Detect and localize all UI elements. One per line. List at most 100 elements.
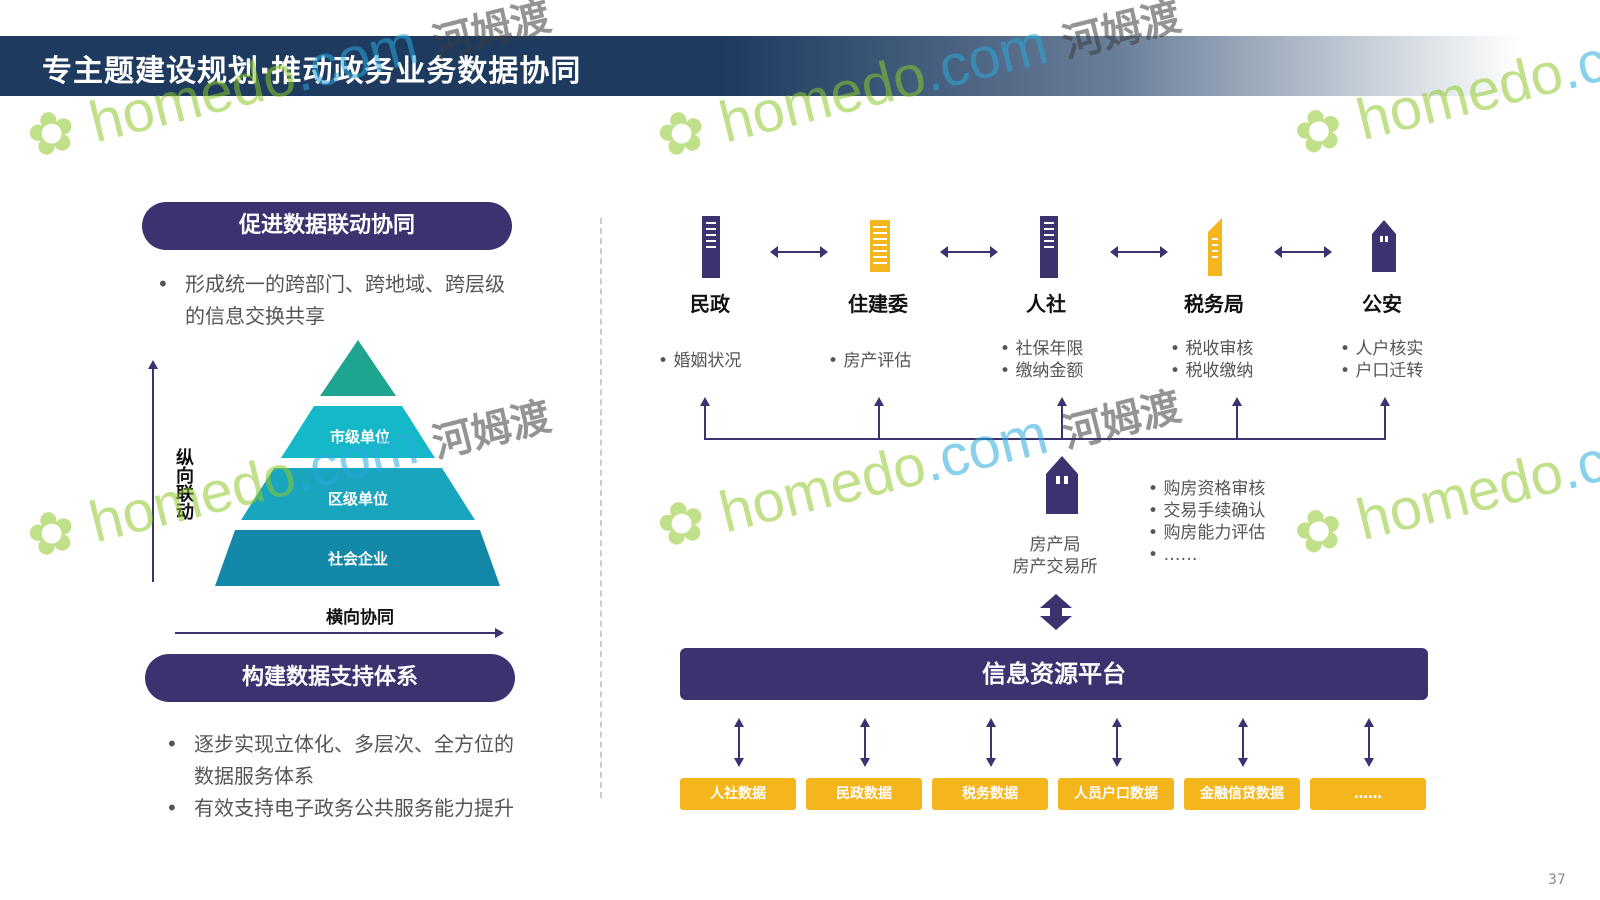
divider	[600, 218, 602, 798]
building-icon	[1040, 216, 1058, 278]
bidirectional-arrow	[1110, 246, 1168, 258]
bidirectional-vertical-arrow	[990, 726, 992, 760]
bidirectional-arrow	[770, 246, 828, 258]
connector	[1061, 404, 1063, 440]
housing-bureau-building-icon	[1046, 456, 1078, 514]
arrow-head	[874, 397, 884, 406]
building-icon	[702, 216, 720, 278]
org-items: • 税收审核• 税收缴纳	[1170, 339, 1254, 381]
arrow-head	[1057, 397, 1067, 406]
bidirectional-arrow	[940, 246, 998, 258]
data-box-tax: 税务数据	[932, 778, 1048, 810]
item: 人户核实	[1355, 339, 1424, 359]
item: 社保年限	[1015, 339, 1084, 359]
pyramid-top	[320, 340, 396, 396]
item: 户口迁转	[1355, 361, 1424, 381]
pyramid	[215, 340, 500, 586]
connector-line	[704, 438, 1386, 440]
data-box-minzheng: 民政数据	[806, 778, 922, 810]
arrow-head	[734, 718, 744, 727]
arrow-head	[1364, 758, 1374, 767]
vertical-arrow	[152, 368, 154, 582]
arrow-head	[1112, 718, 1122, 727]
org-renshe: 人社	[1026, 292, 1066, 316]
arrow-head	[734, 758, 744, 767]
title-bar	[0, 36, 1600, 96]
bullet-text: 逐步实现立体化、多层次、全方位的	[194, 732, 514, 756]
arrow-head	[1364, 718, 1374, 727]
arrow-head	[986, 718, 996, 727]
bidirectional-vertical-arrow	[738, 726, 740, 760]
section-heading-data-support: 构建数据支持体系	[145, 654, 515, 702]
bidirectional-arrow	[1274, 246, 1332, 258]
item: 房产评估	[843, 351, 912, 371]
arrow-head	[495, 628, 504, 638]
item: 缴纳金额	[1015, 361, 1084, 381]
connector	[1236, 404, 1238, 440]
connector	[704, 404, 706, 440]
housing-bureau-label: 房产局房产交易所	[990, 534, 1120, 578]
bullet-text: 有效支持电子政务公共服务能力提升	[194, 796, 514, 820]
org-zhujianwei: 住建委	[848, 292, 908, 316]
page-number: 37	[1548, 872, 1566, 888]
horizontal-label: 横向协同	[326, 608, 394, 628]
org-items: • 社保年限• 缴纳金额	[1000, 339, 1084, 381]
bidirectional-vertical-arrow	[864, 726, 866, 760]
arrow-head	[1238, 718, 1248, 727]
connector	[1384, 404, 1386, 440]
section-heading-data-linkage: 促进数据联动协同	[142, 202, 512, 250]
bullet-text: 形成统一的跨部门、跨地域、跨层级	[185, 272, 505, 296]
bidirectional-vertical-arrow	[1242, 726, 1244, 760]
label-char: 联	[176, 484, 194, 505]
data-box-more: ……	[1310, 778, 1426, 810]
org-minzheng: 民政	[690, 292, 730, 316]
bidirectional-vertical-arrow	[1368, 726, 1370, 760]
item: 税收缴纳	[1185, 361, 1254, 381]
building-icon	[1372, 220, 1396, 272]
building-icon	[1208, 218, 1222, 276]
arrow-head	[1112, 758, 1122, 767]
label-char: 动	[176, 502, 194, 523]
org-items: • 婚姻状况	[658, 351, 742, 371]
label-char: 向	[176, 466, 194, 487]
arrow-head	[148, 360, 158, 369]
housing-items: • 购房资格审核 • 交易手续确认 • 购房能力评估 • ……	[1148, 479, 1266, 565]
arrow-head	[700, 397, 710, 406]
item: 婚姻状况	[673, 351, 742, 371]
label: 房产局	[1029, 535, 1081, 555]
pyramid-label-enterprise: 社会企业	[327, 550, 388, 568]
bullet-list: •形成统一的跨部门、跨地域、跨层级 的信息交换共享	[157, 268, 505, 332]
arrow-head	[1238, 758, 1248, 767]
arrow-head	[860, 718, 870, 727]
bullet-list: •逐步实现立体化、多层次、全方位的 数据服务体系 •有效支持电子政务公共服务能力…	[166, 732, 514, 820]
data-box-household: 人员户口数据	[1058, 778, 1174, 810]
pyramid-district	[241, 468, 475, 520]
org-items: • 房产评估	[828, 351, 912, 371]
watermark: ✿ homedo.com 河姆渡	[650, 384, 1186, 561]
item: 购房能力评估	[1163, 523, 1266, 543]
label: 房产交易所	[1012, 557, 1098, 577]
data-box-renshe: 人社数据	[680, 778, 796, 810]
page-title: 专主题建设规划·推动政务业务数据协同	[42, 54, 582, 89]
item: 购房资格审核	[1163, 479, 1266, 499]
pyramid-city	[281, 406, 435, 458]
bullet-text: 数据服务体系	[194, 764, 314, 788]
pyramid-label-district: 区级单位	[327, 490, 388, 508]
org-gongan: 公安	[1362, 292, 1402, 316]
title-accent	[15, 36, 21, 96]
org-items: • 人户核实• 户口迁转	[1340, 339, 1424, 381]
vertical-label: 纵 向 联 动	[176, 450, 194, 522]
item: ……	[1163, 545, 1198, 565]
watermark: ✿ homedo.co	[1287, 420, 1600, 569]
label-char: 纵	[176, 448, 194, 469]
org-shuiwuju: 税务局	[1184, 292, 1244, 316]
building-icon	[870, 220, 890, 272]
data-box-finance: 金融信贷数据	[1184, 778, 1300, 810]
pyramid-label-city: 市级单位	[329, 428, 390, 446]
info-resource-platform: 信息资源平台	[680, 648, 1428, 700]
horizontal-arrow	[175, 632, 495, 634]
arrow-head	[986, 758, 996, 767]
item: 交易手续确认	[1163, 501, 1266, 521]
double-arrow-icon	[1040, 594, 1072, 630]
item: 税收审核	[1185, 339, 1254, 359]
